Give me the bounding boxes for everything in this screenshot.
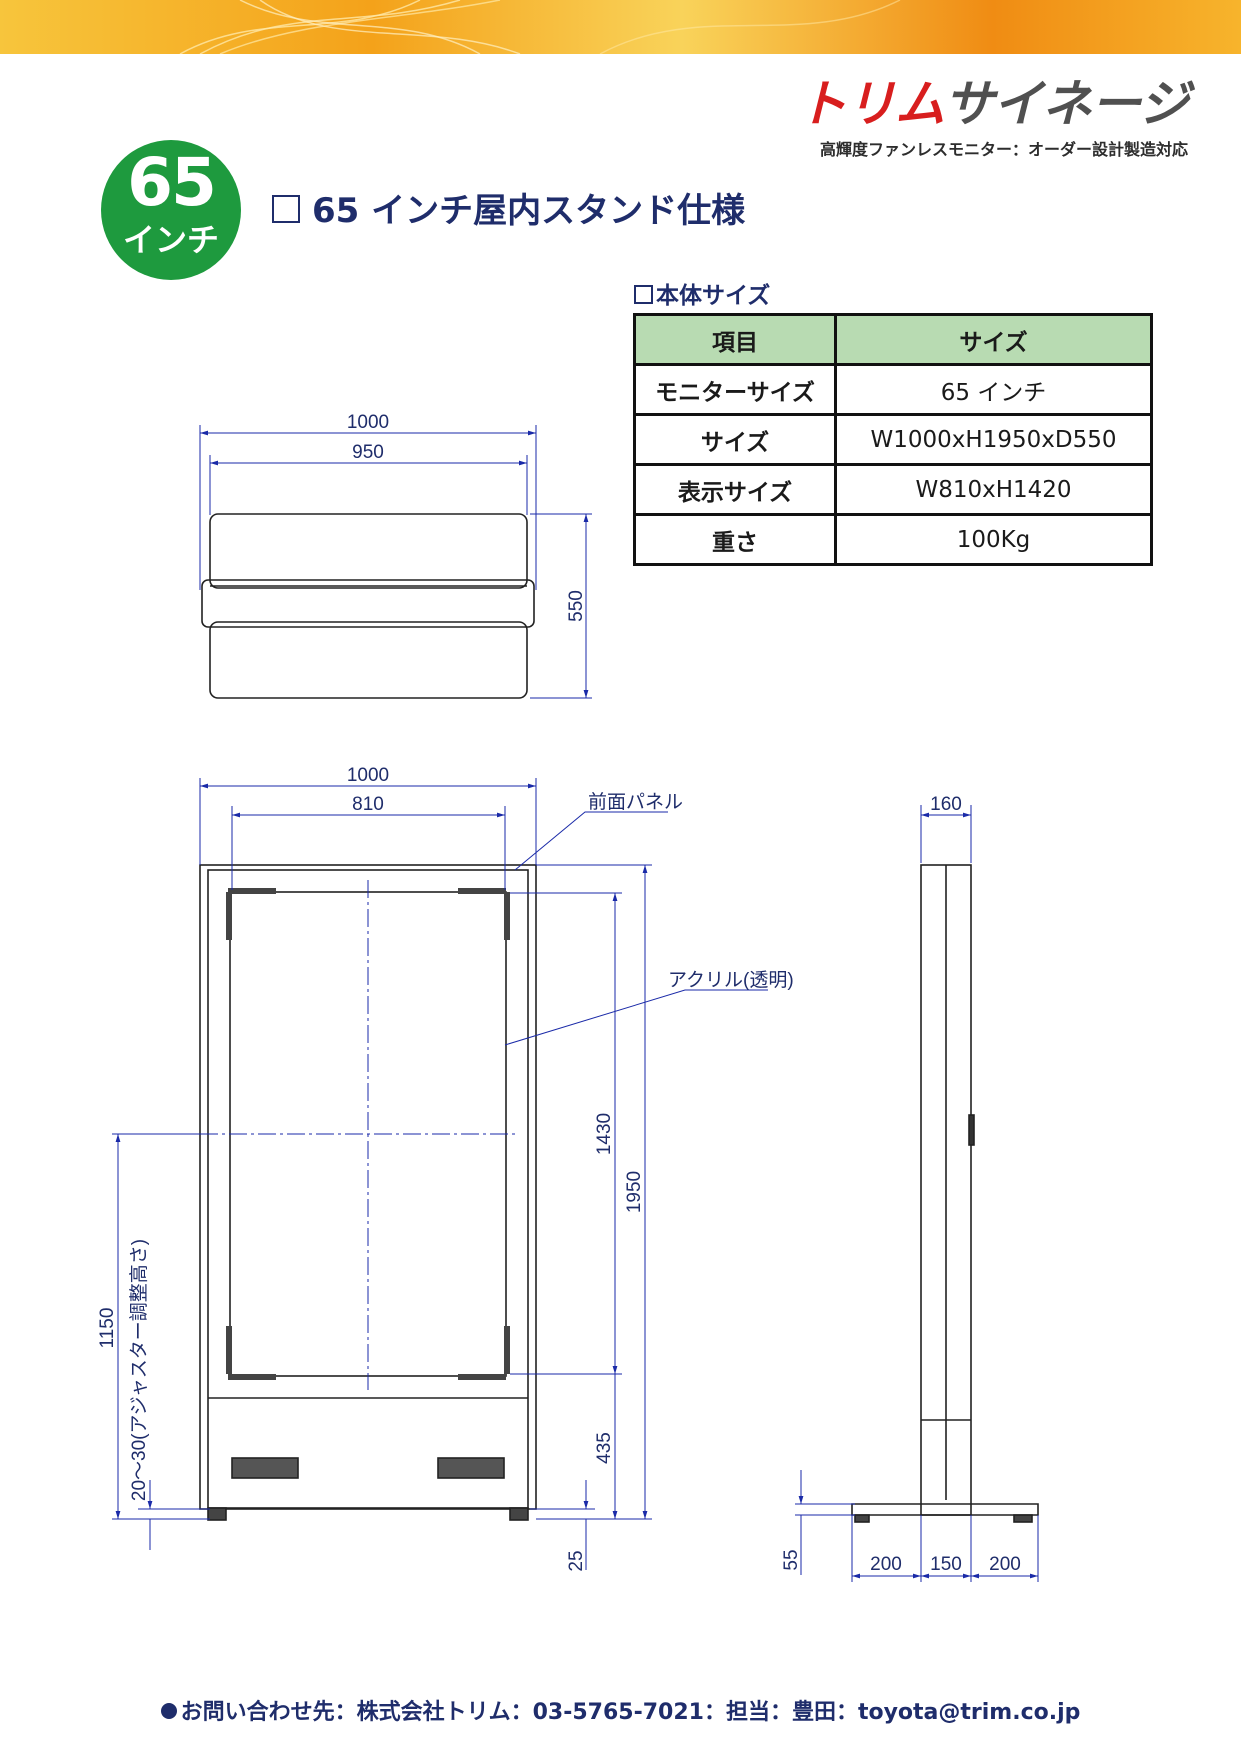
brand-logo: トリムサイネージ [797, 74, 1189, 134]
dim-top-width-inner: 950 [352, 442, 384, 463]
spec-key: サイズ [633, 413, 837, 466]
dim-front-height-total: 1950 [624, 1171, 645, 1213]
checkbox-square-icon [272, 195, 300, 223]
dim-top-depth: 550 [566, 590, 587, 622]
table-row: 表示サイズ W810xH1420 [633, 463, 1153, 516]
label-adjuster-note: 20〜30(アジャスター調整高さ) [128, 1239, 150, 1501]
page-title: 65 インチ屋内スタンド仕様 [272, 183, 745, 232]
table-row: 重さ 100Kg [633, 513, 1153, 566]
badge-number: 65 [127, 144, 217, 221]
brand-logo-gray: サイネージ [944, 75, 1189, 133]
spec-heading-text: 本体サイズ [656, 283, 771, 309]
checkbox-square-icon [634, 285, 653, 304]
spec-value: 100Kg [834, 513, 1153, 566]
page-title-text: 65 インチ屋内スタンド仕様 [312, 191, 746, 231]
label-acrylic: アクリル(透明) [668, 969, 794, 991]
dim-side-base-left: 200 [870, 1554, 902, 1575]
top-view [201, 513, 535, 699]
bullet-icon [160, 1703, 177, 1719]
spec-value: W1000xH1950xD550 [834, 413, 1153, 466]
brand-block: トリムサイネージ 高輝度ファンレスモニター：オーダー設計製造対応 [780, 74, 1200, 164]
spec-table-header: 項目 サイズ [633, 313, 1153, 366]
dim-front-height-display: 1430 [594, 1113, 615, 1155]
spec-value: 65 インチ [834, 363, 1153, 416]
dim-side-base-height: 55 [781, 1549, 802, 1570]
dim-front-height-bottom: 435 [594, 1432, 615, 1464]
table-row: サイズ W1000xH1950xD550 [633, 413, 1153, 466]
dim-front-height-center: 1150 [97, 1308, 118, 1349]
banner-pattern [179, 0, 901, 54]
spec-header-item: 項目 [633, 313, 837, 366]
spec-table: 項目 サイズ モニターサイズ 65 インチ サイズ W1000xH1950xD5… [633, 313, 1153, 566]
label-front-panel: 前面パネル [588, 791, 683, 813]
footer-contact-text: お問い合わせ先：株式会社トリム：03-5765-7021：担当：豊田：toyot… [180, 1700, 1081, 1725]
dim-front-width-outer: 1000 [347, 765, 389, 786]
size-badge: 65 インチ [101, 140, 241, 280]
spec-key: 表示サイズ [633, 463, 837, 516]
spec-value: W810xH1420 [834, 463, 1153, 516]
brand-logo-red: トリム [797, 75, 945, 133]
dim-side-base-right: 200 [989, 1554, 1021, 1575]
front-view-dimensions [112, 778, 768, 1570]
front-view-centerlines [200, 880, 515, 1390]
spec-heading: 本体サイズ [634, 276, 770, 310]
side-view [851, 864, 1039, 1523]
brand-tagline: 高輝度ファンレスモニター：オーダー設計製造対応 [819, 140, 1188, 159]
table-row: モニターサイズ 65 インチ [633, 363, 1153, 416]
top-view-dimensions [199, 425, 592, 699]
dim-side-depth: 160 [930, 794, 962, 815]
footer-contact: お問い合わせ先：株式会社トリム：03-5765-7021：担当：豊田：toyot… [0, 1694, 1241, 1726]
header-banner [0, 0, 1241, 54]
dim-front-foot-height: 25 [566, 1550, 587, 1571]
spec-key: モニターサイズ [633, 363, 837, 416]
dim-top-width-outer: 1000 [347, 412, 389, 433]
spec-key: 重さ [633, 513, 837, 566]
spec-header-size: サイズ [834, 313, 1153, 366]
dim-side-base-mid: 150 [930, 1554, 962, 1575]
dim-front-width-display: 810 [352, 794, 384, 815]
side-view-dimensions [795, 805, 1039, 1582]
badge-unit: インチ [122, 221, 219, 259]
